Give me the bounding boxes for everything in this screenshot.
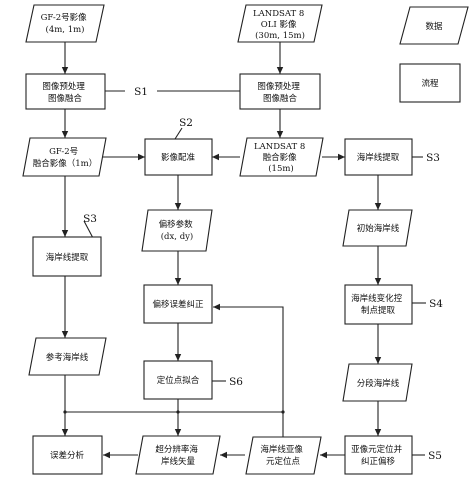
legend-data-shape [399, 6, 469, 45]
offset-correction-node [143, 284, 213, 324]
line: 图像预处理 [42, 81, 85, 92]
line: 纠正偏移 [361, 456, 396, 467]
landsat8-image-text: LANDSAT 8 OLI 影像 (30m, 15m) [253, 9, 307, 41]
line: 元定位点 [266, 456, 301, 467]
line: 误差分析 [50, 450, 85, 461]
line: 海岸线亚像 [260, 444, 303, 455]
control-points-node [344, 284, 413, 325]
error-analysis-node [32, 435, 103, 475]
node-texts: GF-2号影像 (4m, 1m) LANDSAT 8 OLI 影像 (30m, … [33, 9, 405, 467]
line: LANDSAT 8 [253, 9, 304, 19]
s3-left-leader [83, 220, 94, 239]
line: 超分辨率海 [155, 444, 198, 455]
line: (15m) [268, 163, 294, 174]
preprocess-right-node [239, 73, 321, 110]
line: 偏移误差纠正 [152, 299, 204, 310]
step-label-s2: S2 [179, 117, 193, 129]
step-label-s5: S5 [428, 450, 442, 462]
superres-vector-text: 超分辨率海 岸线矢量 [155, 444, 200, 467]
landsat8-fused-text: LANDSAT 8 融合影像 (15m) [254, 142, 308, 174]
junction-dot [63, 410, 67, 414]
line: GF-2号影像 [41, 12, 88, 23]
step-label-s6: S6 [229, 376, 243, 388]
gf2-image-text: GF-2号影像 (4m, 1m) [41, 12, 90, 35]
subpixel-offset-node [344, 435, 413, 475]
line: 融合影像（1m） [33, 158, 97, 169]
line: (30m, 15m) [255, 30, 305, 41]
point-fitting-node [143, 360, 213, 400]
line: LANDSAT 8 [254, 142, 305, 152]
line: 岸线矢量 [161, 456, 196, 467]
offset-correction-text: 偏移误差纠正 [152, 299, 204, 310]
line: 影像配准 [161, 152, 196, 163]
edge-points-feedback-to-correction [213, 303, 284, 437]
segmented-coastline-node [342, 363, 413, 402]
subpixel-offset-text: 亚像元定位并 纠正偏移 [351, 444, 405, 467]
line: 图像预处理 [257, 81, 300, 92]
point-fitting-text: 定位点拟合 [157, 375, 200, 386]
coastline-extract-right-text: 海岸线提取 [357, 152, 400, 163]
image-registration-text: 影像配准 [161, 152, 196, 163]
line: 初始海岸线 [357, 223, 400, 234]
legend-process-label: 流程 [421, 78, 439, 89]
line: 融合影像 [263, 152, 298, 163]
coastline-extract-left-node [32, 236, 102, 277]
preprocess-right-text: 图像预处理 图像融合 [257, 81, 302, 104]
line: 偏移参数 [159, 219, 194, 230]
control-points-text: 海岸线变化控 制点提取 [351, 293, 405, 316]
offset-params-text: 偏移参数 (dx, dy) [159, 219, 196, 242]
junction-dot [176, 410, 180, 414]
initial-coastline-text: 初始海岸线 [357, 223, 400, 234]
step-label-s3-right: S3 [426, 152, 440, 164]
line: OLI 影像 [261, 19, 297, 30]
s2-leader [174, 127, 183, 140]
reference-coastline-text: 参考海岸线 [46, 352, 89, 363]
line: 图像融合 [263, 93, 298, 104]
landsat8-fused-node [239, 137, 324, 177]
gf2-fused-text: GF-2号 融合影像（1m） [33, 147, 97, 169]
line: 制点提取 [361, 305, 396, 316]
preprocess-left-text: 图像预处理 图像融合 [42, 81, 87, 104]
legend-process-shape [399, 63, 461, 103]
initial-coastline-node [342, 209, 413, 247]
junction-dot [281, 410, 285, 414]
line: 分段海岸线 [357, 378, 400, 389]
line: 参考海岸线 [46, 352, 89, 363]
landsat8-image-node [237, 4, 323, 43]
line: 定位点拟合 [157, 375, 200, 386]
gf2-fused-node [22, 137, 107, 177]
coastline-extract-right-node [344, 138, 413, 176]
line: 图像融合 [48, 93, 83, 104]
offset-params-node [141, 209, 213, 252]
step-label-s1: S1 [134, 86, 148, 98]
subpixel-points-node [245, 436, 322, 475]
line: 海岸线提取 [46, 252, 89, 263]
subpixel-points-text: 海岸线亚像 元定位点 [260, 444, 305, 467]
step-label-s3-left: S3 [83, 213, 97, 225]
image-registration-node [144, 138, 213, 176]
reference-coastline-node [28, 337, 107, 376]
line: (dx, dy) [161, 231, 194, 242]
superres-vector-node [135, 435, 221, 475]
legend-data-label: 数据 [425, 21, 443, 32]
line: 亚像元定位并 [351, 444, 403, 455]
nodes [22, 4, 413, 475]
preprocess-left-node [25, 73, 106, 110]
step-labels: S1 S2 S3 S3 S4 S6 S5 [83, 86, 443, 462]
error-analysis-text: 误差分析 [50, 450, 85, 461]
legend: 数据 流程 [399, 6, 469, 103]
segmented-coastline-text: 分段海岸线 [357, 378, 400, 389]
connectors [61, 42, 426, 459]
line: (4m, 1m) [46, 24, 85, 35]
line: 海岸线提取 [357, 152, 400, 163]
step-label-s4: S4 [429, 298, 443, 310]
line: GF-2号 [49, 147, 78, 157]
coastline-extract-left-text: 海岸线提取 [46, 252, 89, 263]
line: 海岸线变化控 [351, 293, 403, 304]
gf2-image-node [25, 4, 105, 43]
